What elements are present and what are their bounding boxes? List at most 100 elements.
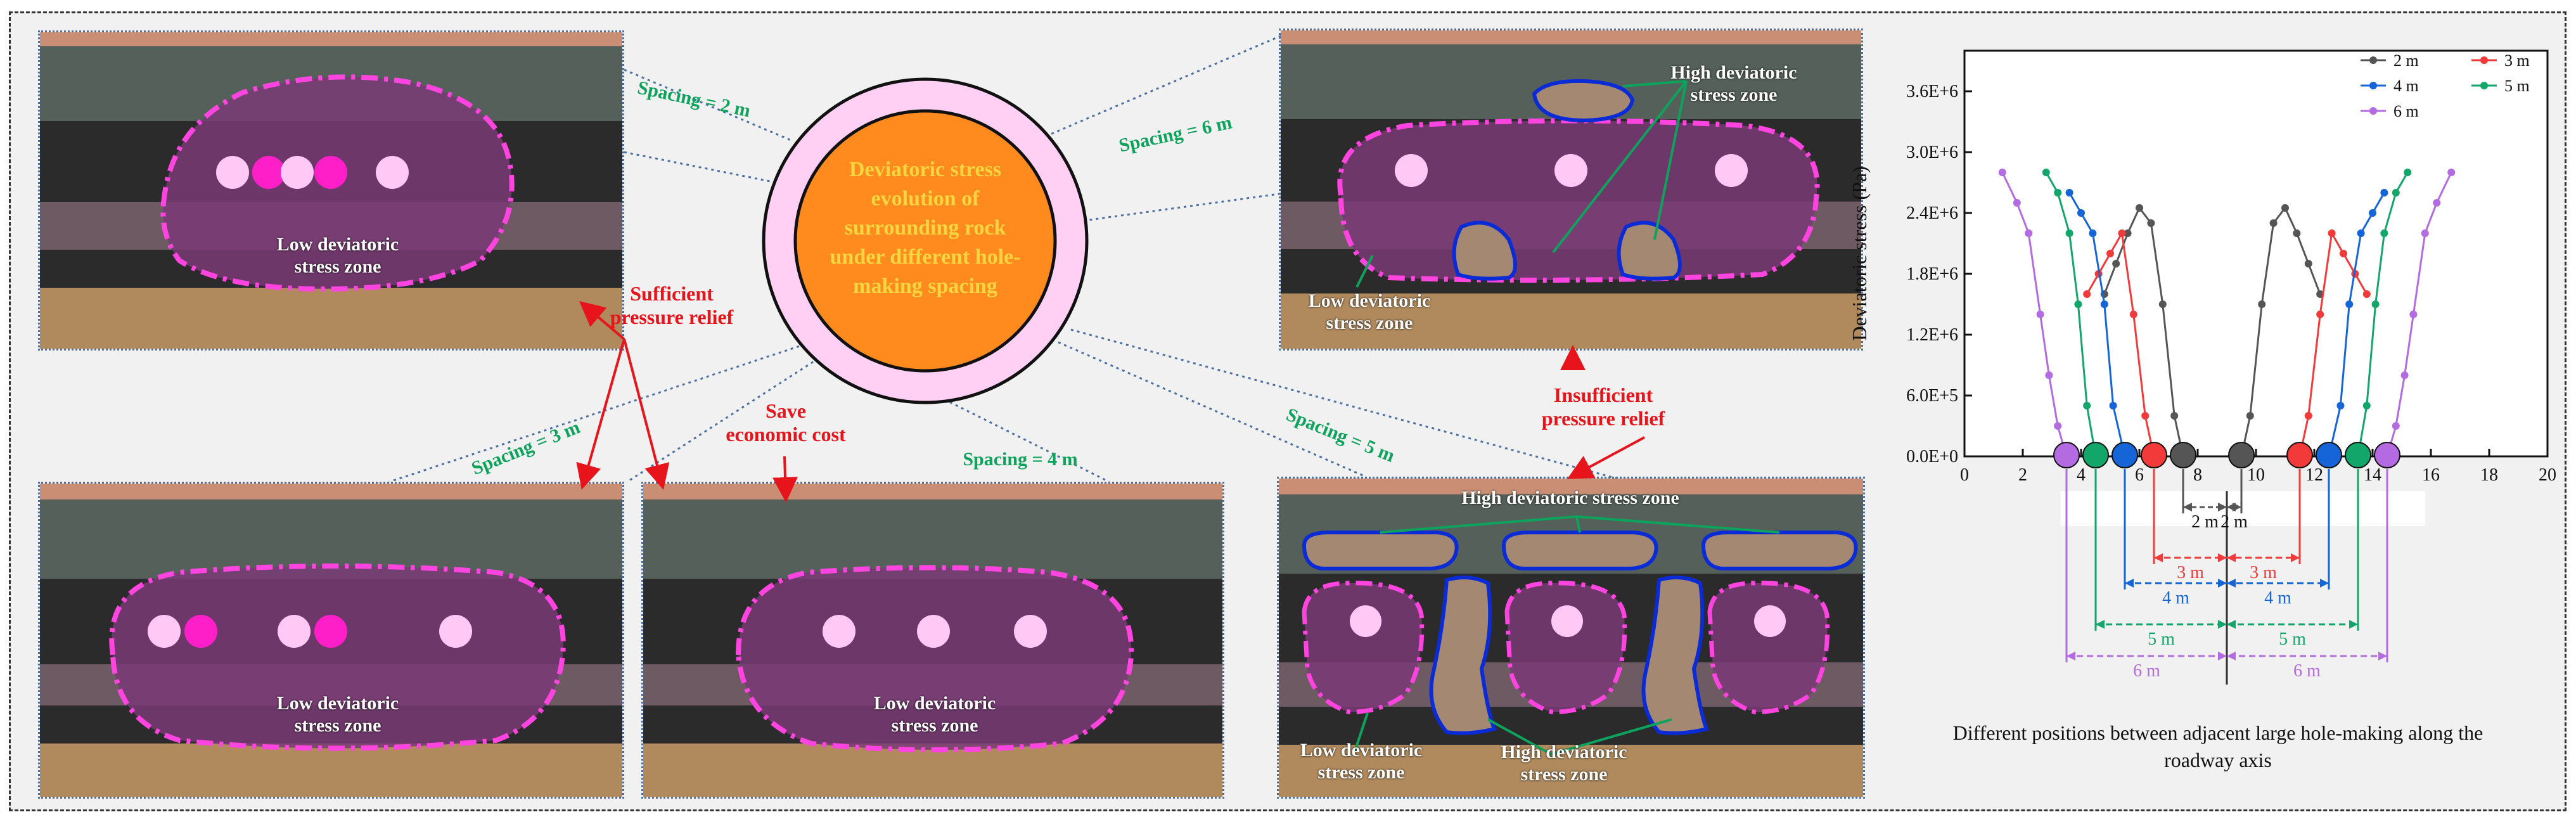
- bracket-label: 6 m: [2293, 661, 2321, 681]
- data-point: [2045, 371, 2053, 379]
- x-tick-label: 4: [2077, 465, 2086, 485]
- data-point: [2112, 260, 2120, 267]
- legend-swatch-dot: [2480, 56, 2488, 64]
- data-point: [2109, 402, 2117, 409]
- bracket-label: 2 m: [2191, 512, 2219, 532]
- bracket-label: 5 m: [2279, 629, 2306, 649]
- data-point: [2083, 290, 2091, 298]
- hole: [1395, 154, 1428, 187]
- data-point: [1998, 169, 2006, 176]
- hole: [148, 615, 181, 648]
- data-point: [2065, 229, 2073, 237]
- hole-marker: [2082, 442, 2109, 468]
- data-point: [2357, 229, 2365, 237]
- data-point: [2083, 402, 2091, 409]
- arrow-head: [2291, 553, 2300, 562]
- hole: [439, 615, 472, 648]
- data-point: [2246, 412, 2254, 420]
- x-tick-label: 18: [2480, 465, 2498, 485]
- y-tick-label: 6.0E+5: [1906, 386, 1958, 406]
- hole-marker: [2111, 442, 2138, 468]
- data-point: [2304, 260, 2312, 267]
- x-tick-label: 20: [2539, 465, 2556, 485]
- bracket-label: 4 m: [2162, 588, 2189, 608]
- data-point: [2362, 402, 2371, 409]
- data-point: [2345, 300, 2354, 308]
- arrow-head: [2227, 579, 2236, 588]
- data-point: [2054, 422, 2062, 430]
- hole: [917, 615, 950, 648]
- series-line-4m: [2328, 192, 2385, 457]
- data-point: [2336, 402, 2345, 409]
- high-zone-label: High deviatoric stress zone: [1461, 487, 1679, 508]
- data-point: [2054, 189, 2062, 196]
- arrow-head: [2183, 503, 2192, 512]
- legend-label: 6 m: [2393, 102, 2419, 120]
- data-point: [2106, 250, 2114, 257]
- arrow-head: [2227, 620, 2236, 629]
- bracket-label: 3 m: [2250, 563, 2277, 583]
- arrow-head: [2218, 620, 2227, 629]
- center-text: Deviatoric stress evolution of surroundi…: [830, 158, 1021, 298]
- arrow-head: [2218, 579, 2227, 588]
- legend-label: 3 m: [2504, 51, 2530, 70]
- data-point: [2036, 311, 2044, 318]
- hole-marker: [2345, 442, 2371, 468]
- hole: [1014, 615, 1047, 648]
- data-point: [2269, 219, 2278, 227]
- data-point: [2025, 229, 2033, 237]
- data-point: [2293, 229, 2301, 237]
- arrow-head: [2125, 579, 2134, 588]
- hole-marker: [2286, 442, 2313, 468]
- data-point: [2404, 169, 2412, 176]
- data-point: [2400, 371, 2409, 379]
- series-line-2m: [2240, 206, 2321, 457]
- hole: [252, 156, 285, 189]
- bracket-label: 5 m: [2148, 629, 2175, 649]
- legend-swatch-dot: [2369, 82, 2377, 89]
- arrow-head: [2067, 652, 2075, 660]
- data-point: [2158, 300, 2167, 308]
- data-point: [2170, 412, 2179, 420]
- hole: [314, 615, 347, 648]
- arrow-head: [2096, 620, 2105, 629]
- data-point: [2089, 229, 2097, 237]
- data-point: [2369, 209, 2376, 217]
- y-tick-label: 1.2E+6: [1906, 325, 1958, 345]
- arrow-head: [2227, 652, 2236, 660]
- plot-area: [1963, 49, 2549, 458]
- hole: [281, 156, 314, 189]
- y-axis-label: Deviatoric stress (Pa): [1848, 166, 1871, 340]
- data-point: [2136, 204, 2143, 212]
- data-point: [2421, 229, 2429, 237]
- hole: [376, 156, 409, 189]
- arrow-head: [2154, 553, 2163, 562]
- arrow-head: [2349, 620, 2358, 629]
- data-point: [2042, 169, 2050, 176]
- bracket-label: 4 m: [2264, 588, 2291, 608]
- spacing-label-4m: Spacing = 4 m: [963, 449, 1078, 470]
- data-point: [2362, 290, 2371, 298]
- bracket-band: [2060, 491, 2425, 526]
- data-point: [2380, 229, 2388, 237]
- data-point: [2013, 199, 2021, 207]
- y-tick-label: 2.4E+6: [1906, 203, 1958, 223]
- hole: [1554, 154, 1587, 187]
- hole-marker: [2170, 442, 2196, 468]
- data-point: [2316, 311, 2324, 318]
- arrow-head: [2218, 652, 2227, 660]
- hole: [314, 156, 347, 189]
- y-tick-label: 1.8E+6: [1906, 264, 1958, 284]
- strata-6m: [1281, 30, 1861, 349]
- hole: [184, 615, 217, 648]
